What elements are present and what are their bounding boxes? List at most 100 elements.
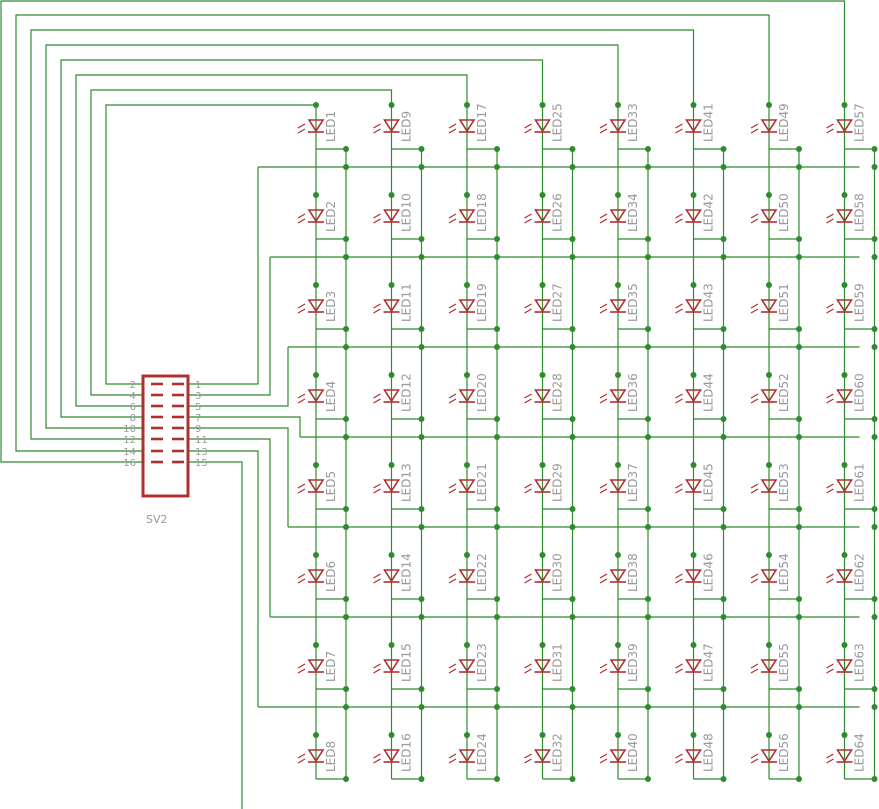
led-ray: [675, 128, 683, 134]
led-label: LED32: [551, 733, 565, 772]
led: LED42: [675, 193, 724, 240]
led-triangle: [307, 299, 325, 313]
column-feed-wire: [0, 0, 846, 463]
column-feed-wire: [90, 89, 393, 396]
led-label: LED31: [551, 643, 565, 682]
led-triangle: [383, 659, 400, 673]
led-label: LED14: [400, 553, 414, 592]
led-ray: [826, 488, 834, 494]
led-label: LED52: [777, 373, 791, 412]
led-label: LED38: [626, 553, 640, 592]
led-triangle: [836, 389, 853, 403]
led: LED34: [599, 193, 648, 240]
led-ray: [675, 393, 683, 399]
led: LED27: [524, 283, 573, 330]
led-ray: [297, 573, 306, 579]
led: LED54: [750, 553, 799, 600]
led-ray: [826, 398, 834, 404]
led: LED21: [448, 463, 497, 510]
led-ray: [297, 578, 306, 584]
led: LED16: [373, 733, 422, 780]
led-label: LED5: [324, 471, 338, 502]
led-ray: [373, 578, 381, 584]
led-ray: [373, 213, 381, 219]
led: LED37: [599, 463, 648, 510]
led-ray: [373, 753, 381, 759]
led-ray: [297, 218, 306, 224]
led: LED48: [675, 733, 724, 780]
led-triangle: [383, 749, 400, 763]
junction-dot: [645, 524, 651, 530]
led-ray: [675, 668, 683, 674]
junction-dot: [494, 704, 500, 710]
led: LED32: [524, 733, 573, 780]
led-triangle: [836, 209, 853, 223]
led-triangle: [534, 119, 551, 133]
led: LED38: [599, 553, 648, 600]
led-label: LED64: [853, 733, 867, 772]
led-triangle: [760, 209, 778, 223]
led: LED23: [448, 643, 497, 690]
led-label: LED29: [551, 463, 565, 502]
led: LED53: [750, 463, 799, 510]
led: LED50: [750, 193, 799, 240]
led-triangle: [609, 389, 627, 403]
junction-dot: [871, 254, 878, 260]
led: LED51: [750, 283, 799, 330]
led-triangle: [307, 569, 325, 583]
led-ray: [297, 213, 306, 219]
led: LED40: [599, 733, 648, 780]
led-triangle: [534, 659, 551, 673]
led-label: LED18: [475, 193, 489, 232]
junction-dot: [569, 524, 576, 530]
led-triangle: [307, 659, 325, 673]
led-label: LED4: [324, 381, 338, 412]
junction-dot: [645, 254, 651, 260]
led-ray: [524, 218, 532, 224]
led-ray: [599, 758, 608, 764]
led-triangle: [685, 389, 702, 403]
led-label: LED47: [702, 643, 716, 682]
led-ray: [750, 213, 759, 219]
junction-dot: [494, 614, 500, 620]
led-triangle: [534, 569, 551, 583]
led-label: LED3: [324, 291, 338, 322]
led-ray: [826, 123, 834, 129]
junction-dot: [569, 344, 576, 350]
pin-number-left: 14: [123, 447, 136, 458]
led-ray: [826, 578, 834, 584]
led-triangle: [534, 749, 551, 763]
column-feed-wire: [60, 59, 544, 418]
pin-number-right: 13: [195, 447, 208, 458]
led-triangle: [458, 749, 476, 763]
led-label: LED7: [324, 651, 338, 682]
led-label: LED61: [853, 463, 867, 502]
led-ray: [826, 668, 834, 674]
led: LED14: [373, 553, 422, 600]
led-ray: [750, 128, 759, 134]
led-ray: [750, 218, 759, 224]
led-triangle: [836, 659, 853, 673]
led: LED33: [599, 103, 648, 150]
led-triangle: [685, 299, 702, 313]
led: LED12: [373, 373, 422, 420]
junction-dot: [343, 524, 349, 530]
led-ray: [448, 573, 457, 579]
led: LED64: [826, 733, 875, 780]
junction-dot: [418, 344, 425, 350]
led-label: LED13: [400, 463, 414, 502]
led-ray: [373, 308, 381, 314]
led: LED30: [524, 553, 573, 600]
led-triangle: [534, 299, 551, 313]
row-feed-wire: [188, 416, 301, 437]
led-ray: [599, 123, 608, 129]
led-label: LED9: [400, 111, 414, 142]
led-ray: [524, 488, 532, 494]
led-label: LED60: [853, 373, 867, 412]
led-ray: [524, 663, 532, 669]
led: LED36: [599, 373, 648, 420]
led: LED26: [524, 193, 573, 240]
led-triangle: [383, 569, 400, 583]
